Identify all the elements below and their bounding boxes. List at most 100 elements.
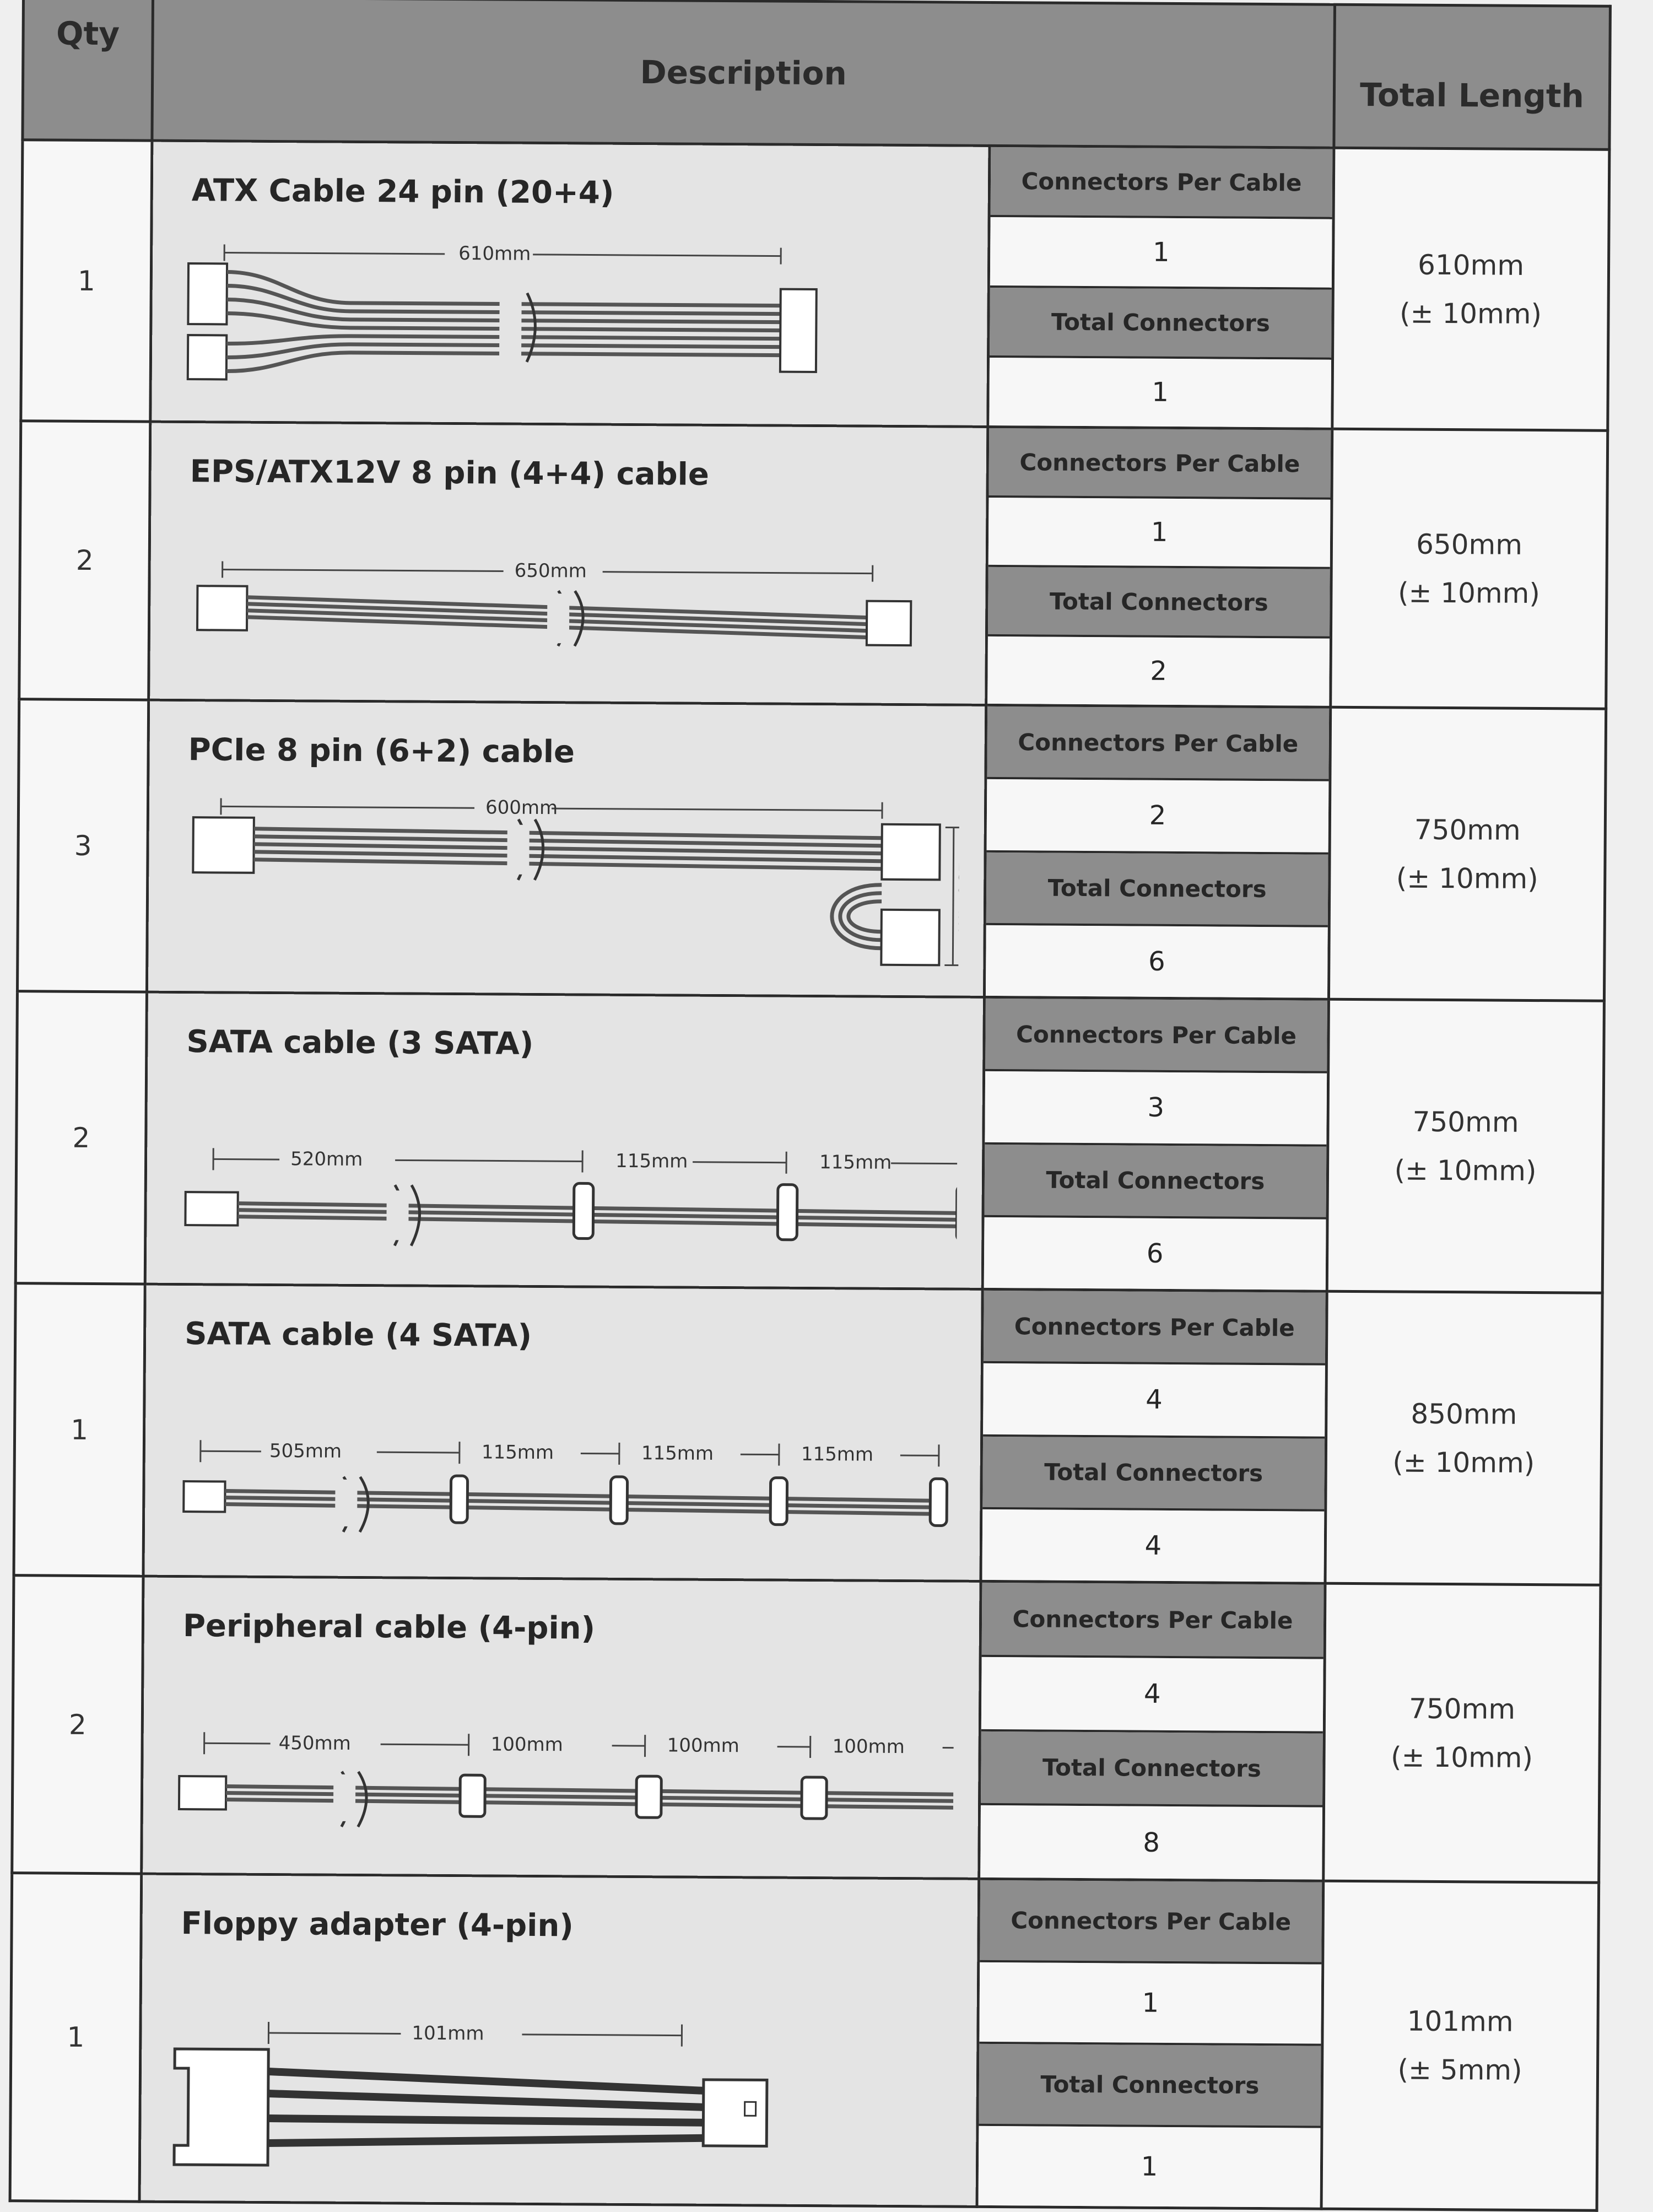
- table-row: 2 Peripheral cable (4-pin) 450mm 100mm 1…: [12, 1576, 1601, 1883]
- table-row: 1 ATX Cable 24 pin (20+4) 610mm: [21, 140, 1609, 431]
- cable-title: PCIe 8 pin (6+2) cable: [188, 732, 984, 773]
- total-length-value: 750mm: [1331, 805, 1605, 855]
- connectors-per-cable-value: 1: [988, 498, 1331, 569]
- peripheral-cable-diagram: 450mm 100mm 100mm 100mm: [159, 1693, 954, 1864]
- connectors-per-cable-value: 1: [979, 1962, 1321, 2046]
- total-connectors-label: Total Connectors: [990, 287, 1332, 359]
- sata3-cable-diagram: 520mm 115mm 115mm: [163, 1126, 958, 1274]
- cable-spec-table: Qty Description Total Length 1 ATX Cable…: [9, 0, 1612, 2212]
- tolerance-value: (± 10mm): [1331, 853, 1604, 903]
- total-connectors-value: 4: [982, 1509, 1324, 1582]
- dimension-label: 450mm: [279, 1732, 351, 1755]
- connectors-per-cable-value: 3: [985, 1071, 1327, 1146]
- tolerance-value: (± 10mm): [1332, 568, 1606, 618]
- dimension-label: 650mm: [515, 560, 587, 582]
- total-connectors-label: Total Connectors: [982, 1436, 1325, 1511]
- total-length-value: 750mm: [1329, 1097, 1602, 1147]
- description-cell: ATX Cable 24 pin (20+4) 610mm: [150, 141, 990, 427]
- qty-cell: 1: [21, 140, 152, 422]
- connectors-per-cable-value: 1: [990, 217, 1332, 289]
- total-length-value: 650mm: [1333, 520, 1606, 570]
- pcie-cable-diagram: 600mm 150mm: [165, 779, 959, 982]
- total-length-value: 850mm: [1327, 1389, 1601, 1439]
- connector-counts-cell: Connectors Per Cable 1 Total Connectors …: [986, 427, 1332, 707]
- dimension-label: 520mm: [290, 1148, 363, 1170]
- dimension-label: 600mm: [485, 796, 558, 819]
- total-connectors-label: Total Connectors: [981, 1731, 1323, 1808]
- qty-cell: 2: [15, 991, 147, 1284]
- cable-spec-sheet: Qty Description Total Length 1 ATX Cable…: [9, 0, 1609, 2173]
- qty-cell: 1: [10, 1873, 142, 2202]
- total-connectors-label: Total Connectors: [986, 852, 1328, 927]
- connector-counts-cell: Connectors Per Cable 4 Total Connectors …: [979, 1581, 1325, 1881]
- connectors-per-cable-value: 4: [983, 1363, 1325, 1438]
- table-row: 2 EPS/ATX12V 8 pin (4+4) cable 650mm: [19, 421, 1608, 709]
- dimension-label: 100mm: [667, 1734, 739, 1757]
- total-connectors-value: 8: [980, 1805, 1322, 1880]
- total-length-cell: 750mm (± 10mm): [1327, 999, 1604, 1293]
- dimension-label: 610mm: [458, 242, 531, 265]
- dimension-label: 115mm: [482, 1441, 554, 1464]
- dimension-label: 115mm: [801, 1443, 873, 1466]
- connectors-per-cable-label: Connectors Per Cable: [985, 999, 1327, 1073]
- dimension-label: 115mm: [819, 1151, 892, 1174]
- total-connectors-label: Total Connectors: [979, 2044, 1321, 2128]
- tolerance-value: (± 10mm): [1334, 288, 1607, 338]
- total-length-cell: 610mm (± 10mm): [1332, 148, 1609, 430]
- description-cell: Floppy adapter (4-pin) 101mm: [139, 1874, 979, 2206]
- connectors-per-cable-value: 4: [981, 1657, 1324, 1734]
- cable-title: ATX Cable 24 pin (20+4): [192, 172, 988, 213]
- table-row: 1 Floppy adapter (4-pin) 101mm Conne: [10, 1873, 1599, 2211]
- qty-cell: 2: [19, 421, 150, 700]
- connectors-per-cable-label: Connectors Per Cable: [982, 1583, 1324, 1659]
- tolerance-value: (± 10mm): [1327, 1437, 1601, 1487]
- dimension-label: 115mm: [641, 1442, 714, 1465]
- total-length-value: 750mm: [1326, 1684, 1599, 1734]
- tolerance-value: (± 10mm): [1325, 1732, 1598, 1782]
- connectors-per-cable-value: 2: [987, 779, 1329, 854]
- total-length-cell: 650mm (± 10mm): [1331, 429, 1608, 709]
- connectors-per-cable-label: Connectors Per Cable: [987, 706, 1329, 781]
- total-length-cell: 750mm (± 10mm): [1328, 707, 1606, 1001]
- connector-counts-cell: Connectors Per Cable 1 Total Connectors …: [988, 145, 1334, 429]
- total-length-cell: 850mm (± 10mm): [1325, 1291, 1602, 1585]
- total-length-cell: 750mm (± 10mm): [1324, 1583, 1601, 1882]
- total-connectors-value: 6: [986, 925, 1328, 998]
- connectors-per-cable-label: Connectors Per Cable: [991, 147, 1333, 219]
- qty-cell: 3: [17, 699, 148, 992]
- connector-counts-cell: Connectors Per Cable 1 Total Connectors …: [977, 1879, 1324, 2209]
- cable-title: SATA cable (3 SATA): [186, 1024, 982, 1065]
- atx-cable-diagram: 610mm: [168, 219, 963, 412]
- connector-counts-cell: Connectors Per Cable 2 Total Connectors …: [984, 705, 1330, 999]
- total-connectors-value: 1: [979, 2125, 1321, 2207]
- tolerance-value: (± 5mm): [1324, 2045, 1597, 2095]
- description-cell: SATA cable (4 SATA) 505mm 115mm 115mm 11…: [143, 1284, 982, 1581]
- dimension-label: 505mm: [269, 1440, 342, 1463]
- table-row: 2 SATA cable (3 SATA) 520mm 115mm 115mm: [15, 991, 1604, 1293]
- sata4-cable-diagram: 505mm 115mm 115mm 115mm: [161, 1412, 956, 1566]
- dimension-label: 100mm: [833, 1735, 905, 1758]
- total-length-value: 101mm: [1324, 1997, 1597, 2047]
- total-connectors-label: Total Connectors: [985, 1144, 1327, 1219]
- cable-title: SATA cable (4 SATA): [185, 1316, 981, 1357]
- qty-header: Qty: [23, 0, 153, 141]
- cable-title: EPS/ATX12V 8 pin (4+4) cable: [190, 454, 986, 494]
- dimension-label: 150mm: [954, 861, 960, 933]
- cable-title: Floppy adapter (4-pin): [181, 1906, 977, 1946]
- connector-counts-cell: Connectors Per Cable 4 Total Connectors …: [981, 1289, 1327, 1583]
- description-cell: Peripheral cable (4-pin) 450mm 100mm 100…: [142, 1576, 981, 1879]
- table-row: 1 SATA cable (4 SATA) 505mm 115mm 115mm …: [14, 1283, 1602, 1585]
- description-cell: PCIe 8 pin (6+2) cable 600mm: [147, 700, 986, 997]
- table-header-row: Qty Description Total Length: [23, 0, 1611, 149]
- qty-cell: 2: [12, 1576, 143, 1874]
- tolerance-value: (± 10mm): [1329, 1145, 1602, 1195]
- floppy-adapter-diagram: 101mm: [158, 2005, 952, 2192]
- table-row: 3 PCIe 8 pin (6+2) cable 600mm: [17, 699, 1606, 1001]
- total-connectors-label: Total Connectors: [988, 567, 1330, 639]
- total-connectors-value: 2: [987, 636, 1330, 706]
- dimension-label: 115mm: [615, 1150, 688, 1173]
- total-connectors-value: 1: [989, 358, 1331, 428]
- connectors-per-cable-label: Connectors Per Cable: [988, 428, 1331, 500]
- qty-cell: 1: [14, 1283, 145, 1576]
- connectors-per-cable-label: Connectors Per Cable: [984, 1291, 1326, 1366]
